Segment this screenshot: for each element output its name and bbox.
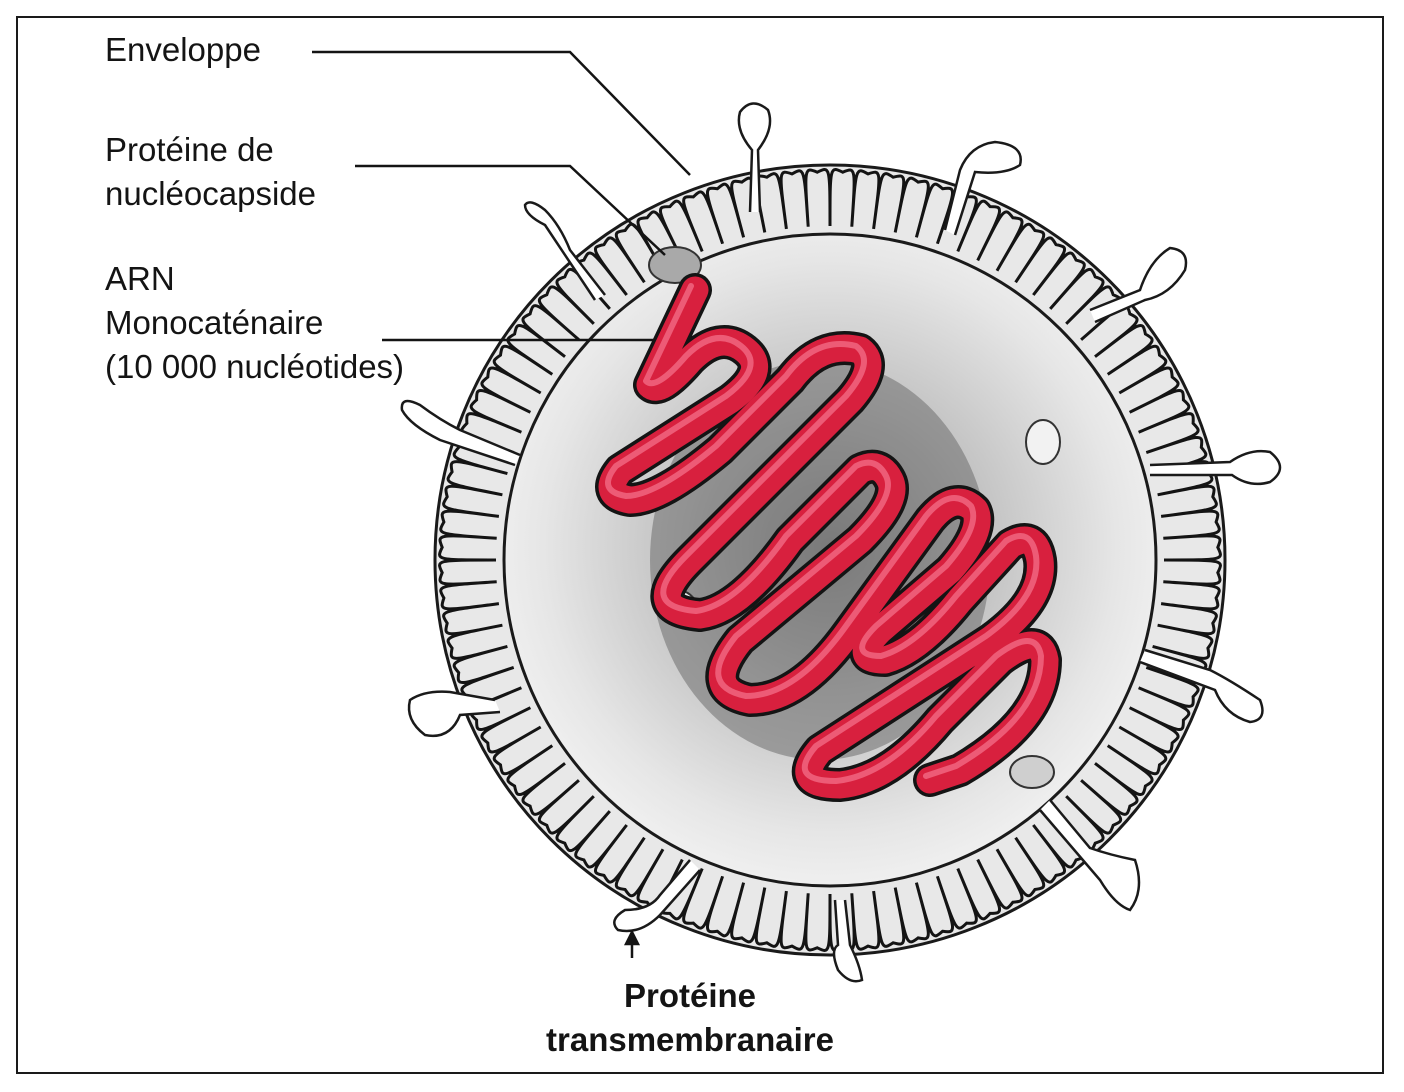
transmembrane-protein [1039, 799, 1141, 912]
leader-line-nucleocapsid [355, 164, 666, 256]
lipid-bilayer-loops [438, 168, 1222, 952]
label-enveloppe: Enveloppe [105, 28, 261, 72]
lipid-loop-path [438, 168, 1222, 952]
label-nucleocapsid-line2: nucléocapside [105, 175, 316, 212]
label-rna: ARN Monocaténaire (10 000 nucléotides) [105, 257, 404, 389]
transmembrane-protein [737, 102, 772, 213]
arrow-head-icon [623, 929, 641, 946]
transmembrane-protein [1149, 449, 1282, 486]
label-enveloppe-text: Enveloppe [105, 31, 261, 68]
nucleocapsid-blob [1009, 755, 1055, 789]
transmembrane-proteins [400, 102, 1282, 983]
label-transmembrane-line2: transmembranaire [546, 1021, 834, 1058]
transmembrane-protein [523, 201, 606, 301]
label-rna-line1: ARN [105, 260, 175, 297]
label-nucleocapsid-line1: Protéine de [105, 131, 274, 168]
leader-lines [312, 50, 691, 958]
nucleocapsid-blob [648, 246, 702, 284]
label-transmembrane-line1: Protéine [623, 977, 757, 1014]
transmembrane-protein [1139, 648, 1264, 724]
nucleocapsid-blob [1025, 419, 1061, 465]
leader-line-enveloppe [312, 50, 691, 176]
transmembrane-protein [407, 690, 501, 738]
rna-strand [595, 273, 1062, 802]
label-transmembrane: Protéine transmembranaire [520, 974, 860, 1062]
transmembrane-protein [1089, 246, 1188, 324]
label-nucleocapsid: Protéine de nucléocapside [105, 128, 316, 216]
transmembrane-protein [943, 140, 1022, 236]
transmembrane-protein [400, 399, 521, 467]
transmembrane-protein [613, 859, 701, 933]
transmembrane-protein [832, 899, 864, 983]
label-rna-line3: (10 000 nucléotides) [105, 348, 405, 385]
label-rna-line2: Monocaténaire [105, 304, 324, 341]
